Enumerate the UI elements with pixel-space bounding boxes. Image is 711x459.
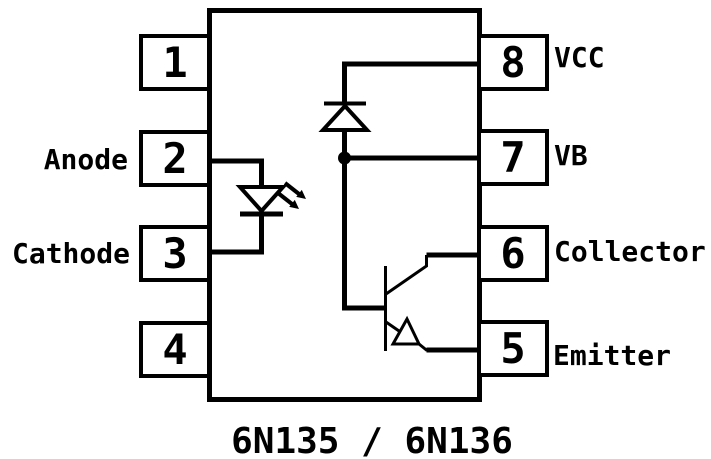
pin-label-anode: Anode: [43, 143, 128, 176]
wire-junction-dot: [338, 151, 351, 165]
emitter-lead: [385, 320, 400, 333]
led-symbol: [207, 158, 306, 255]
pin-box-4: 4: [139, 321, 211, 378]
pin-box-8: 8: [477, 34, 549, 91]
pin-box-6: 6: [477, 225, 549, 282]
pin-box-5: 5: [477, 320, 549, 377]
collector-lead: [385, 255, 428, 296]
pin-label-emitter: Emitter: [553, 339, 672, 372]
diagram-title: 6N135 / 6N136: [231, 421, 513, 459]
pin-label-cathode: Cathode: [11, 237, 130, 270]
pin-box-1: 1: [139, 34, 211, 91]
emitter-lead-2: [418, 342, 428, 352]
vcc-wire: [342, 61, 479, 102]
photodiode-triangle-icon: [318, 103, 372, 132]
pin-label-collector: Collector: [554, 235, 706, 268]
pin-label-vb: VB: [554, 139, 588, 172]
anode-wire: [207, 158, 264, 187]
pin-label-vcc: VCC: [554, 41, 605, 74]
cathode-wire: [207, 212, 264, 255]
light-emission-arrows-icon: [276, 181, 306, 209]
photodiode-symbol: [318, 61, 479, 311]
pin-box-3: 3: [139, 225, 211, 282]
emitter-arrow-icon: [390, 315, 422, 346]
phototransistor-symbol: [384, 252, 479, 353]
pin-box-7: 7: [477, 129, 549, 186]
ic-body-outline: [207, 8, 482, 402]
pin-box-2: 2: [139, 130, 211, 187]
base-feed-wire: [342, 129, 386, 311]
led-triangle-icon: [235, 185, 288, 214]
